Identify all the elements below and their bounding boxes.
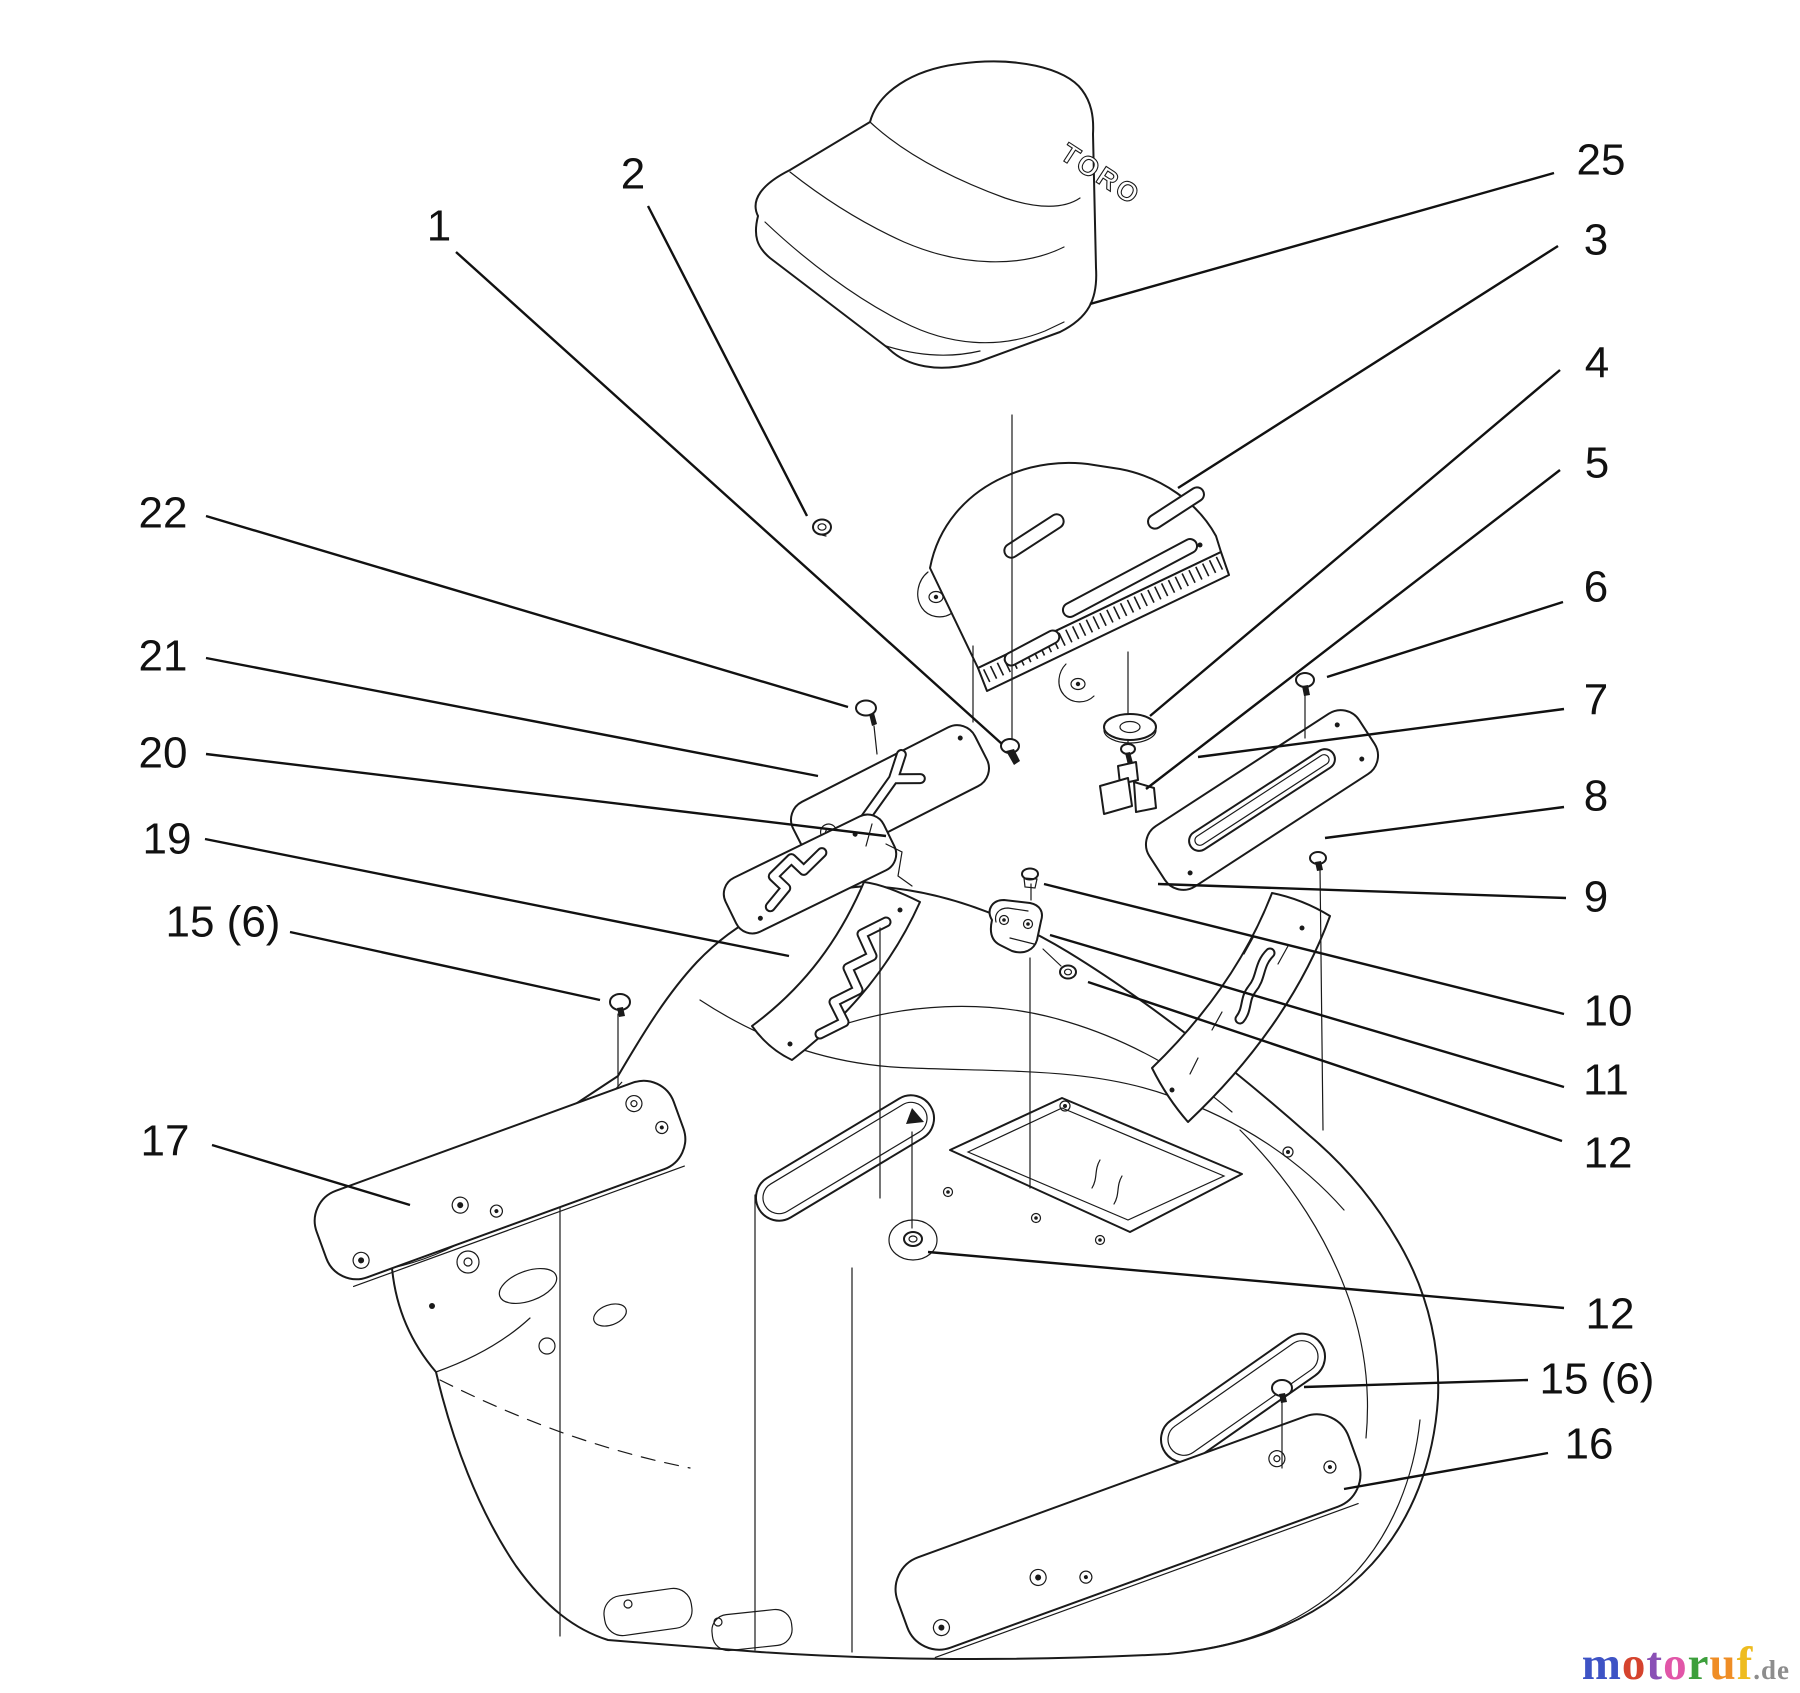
bracket-plate-7 <box>1144 709 1380 891</box>
carriage-bolt-1 <box>1000 738 1020 765</box>
leader-9 <box>1157 882 1567 900</box>
bottom-pads <box>603 1587 793 1652</box>
watermark-letter: f <box>1736 1638 1754 1690</box>
callout-12-lower: 12 <box>1586 1290 1635 1339</box>
flange-nut-2 <box>812 518 832 537</box>
callout-22: 22 <box>139 489 188 538</box>
left-grip-slot <box>754 1094 936 1222</box>
platform-holes <box>942 1100 1294 1246</box>
leader-8 <box>1324 805 1565 840</box>
callout-10: 10 <box>1584 987 1633 1036</box>
screw-10 <box>1021 867 1039 889</box>
fasteners <box>609 518 1327 1403</box>
screw-22 <box>855 699 877 726</box>
nut-12-upper <box>1059 964 1077 980</box>
watermark-letter: m <box>1581 1638 1622 1690</box>
callout-4: 4 <box>1585 339 1609 388</box>
leader-12-lower <box>927 1250 1565 1310</box>
screw-15-right <box>1271 1379 1293 1403</box>
washer-4 <box>1103 713 1157 744</box>
leader-17 <box>211 1143 411 1207</box>
callout-7: 7 <box>1584 676 1608 725</box>
callout-12-upper: 12 <box>1584 1129 1633 1178</box>
callout-25: 25 <box>1577 136 1626 185</box>
right-grip-slot <box>1160 1332 1326 1464</box>
watermark-suffix: .de <box>1753 1655 1790 1685</box>
front-panel-cutouts <box>429 1250 627 1355</box>
callout-20: 20 <box>139 729 188 778</box>
leader-15-right <box>1303 1378 1529 1389</box>
leader-11 <box>1049 933 1565 1089</box>
callout-1: 1 <box>427 202 451 251</box>
callout-16: 16 <box>1565 1420 1614 1469</box>
leader-12-upper <box>1087 980 1563 1143</box>
bolt-8 <box>1309 851 1327 871</box>
leader-21 <box>205 656 819 778</box>
leader-2 <box>646 205 809 517</box>
leader-19 <box>204 837 790 958</box>
callout-9: 9 <box>1584 873 1608 922</box>
callout-3: 3 <box>1584 216 1608 265</box>
callout-15-left: 15 (6) <box>166 898 281 947</box>
callout-11: 11 <box>1583 1056 1629 1105</box>
leader-6 <box>1326 600 1564 679</box>
callout-2: 2 <box>621 150 645 199</box>
seat-25: TORO <box>754 60 1147 369</box>
leader-22 <box>205 514 849 709</box>
watermark-letter: o <box>1621 1638 1647 1690</box>
motoruf-watermark: motoruf.de <box>1582 1637 1790 1691</box>
leader-7 <box>1197 707 1565 759</box>
bracket-plate-20 <box>722 813 913 935</box>
leader-15-left <box>289 930 601 1002</box>
hinge-bracket-11 <box>988 899 1062 967</box>
leader-1 <box>455 251 1003 745</box>
watermark-letter: u <box>1709 1638 1737 1690</box>
callout-19: 19 <box>143 815 192 864</box>
mount-plate-17 <box>313 1079 687 1288</box>
callout-6: 6 <box>1584 563 1608 612</box>
callout-15-right: 15 (6) <box>1540 1355 1655 1404</box>
watermark-letter: o <box>1663 1638 1688 1690</box>
callout-5: 5 <box>1585 439 1609 488</box>
screw-6 <box>1295 672 1315 696</box>
callout-8: 8 <box>1584 772 1608 821</box>
mount-plate-16 <box>894 1413 1362 1659</box>
seat-mounting-plate-3 <box>917 461 1230 703</box>
callout-labels: 2 1 22 21 20 19 15 (6) 17 25 3 4 5 6 7 8… <box>139 136 1655 1469</box>
nut-12-lower <box>888 1108 938 1261</box>
leader-5 <box>1145 469 1561 790</box>
callout-21: 21 <box>139 632 188 681</box>
leader-16 <box>1343 1451 1549 1491</box>
leader-lines <box>204 171 1567 1491</box>
leader-20 <box>205 752 887 838</box>
curved-arm-19 <box>751 881 921 1061</box>
leader-25 <box>1089 171 1555 306</box>
leader-4 <box>1149 369 1561 717</box>
wing-knob-5 <box>1099 743 1157 815</box>
watermark-letter: t <box>1646 1638 1664 1690</box>
callout-17: 17 <box>141 1117 190 1166</box>
leader-3 <box>1177 244 1559 490</box>
screw-15-left <box>609 993 631 1017</box>
platform-opening <box>949 1097 1243 1233</box>
curved-arm-9 <box>1151 892 1331 1123</box>
leader-10 <box>1043 882 1565 1016</box>
watermark-letter: r <box>1687 1638 1710 1690</box>
